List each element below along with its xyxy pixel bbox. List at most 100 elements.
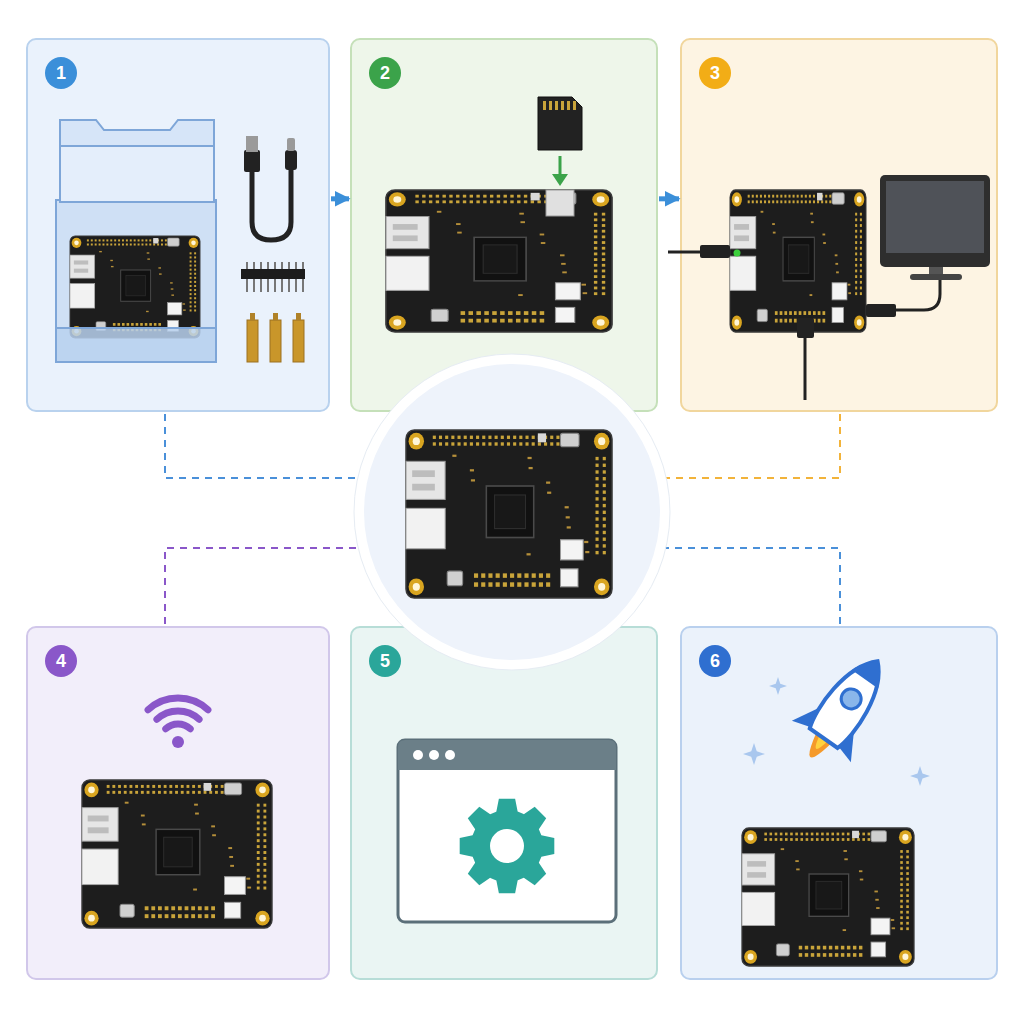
header-pin	[519, 436, 522, 439]
header-pin	[603, 524, 606, 527]
header-pin	[860, 213, 862, 216]
header-pin	[831, 838, 834, 841]
smd-part	[546, 482, 550, 484]
header-pin	[497, 200, 500, 203]
header-pin	[841, 953, 844, 957]
mount-hole	[594, 578, 609, 595]
header-pin	[788, 195, 790, 198]
header-pin	[906, 922, 909, 925]
header-pin	[756, 195, 758, 198]
header-pin	[122, 323, 125, 326]
smd-part	[761, 211, 764, 213]
header-pin	[138, 239, 140, 241]
insert-arrow	[559, 156, 562, 176]
header-pin	[780, 319, 783, 323]
header-pin	[257, 839, 260, 842]
smd-part	[193, 889, 197, 891]
header-pin	[169, 791, 172, 794]
header-pin	[801, 195, 803, 198]
header-pin	[906, 894, 909, 897]
header-pin	[596, 457, 599, 460]
header-pin	[594, 241, 597, 244]
header-pin	[748, 195, 750, 198]
smd-part	[212, 834, 216, 836]
header-pin	[855, 292, 857, 295]
header-pin	[263, 851, 266, 854]
header-pin	[847, 833, 850, 836]
header-pin	[481, 582, 485, 586]
header-pin	[130, 791, 133, 794]
smd-part	[452, 455, 456, 457]
mount-hole	[857, 196, 862, 203]
usb-port	[386, 256, 429, 290]
header-pin	[507, 442, 510, 445]
header-pin	[191, 914, 195, 918]
header-pin	[158, 791, 161, 794]
header-pin	[263, 875, 266, 878]
header-pin	[439, 442, 442, 445]
header-pin	[118, 243, 120, 245]
header-pin	[106, 243, 108, 245]
header-pin	[126, 239, 128, 241]
header-pin	[114, 243, 116, 245]
mount-hole	[854, 315, 864, 329]
standoff	[293, 320, 304, 362]
header-pin	[764, 195, 766, 198]
header-pin	[603, 511, 606, 514]
header-pin	[855, 241, 857, 244]
header-pin	[602, 218, 605, 221]
header-pin	[516, 319, 521, 323]
header-pin	[110, 243, 112, 245]
header-pin	[190, 293, 192, 295]
mount-hole	[902, 954, 908, 960]
header-pin	[194, 297, 196, 299]
header-pin	[816, 833, 819, 836]
mount-hole	[744, 950, 757, 964]
header-pin	[157, 243, 159, 245]
header-pin	[145, 243, 147, 245]
header-pin	[900, 850, 903, 853]
mount-hole	[389, 192, 406, 206]
header-pin	[142, 243, 144, 245]
header-pin	[801, 200, 803, 203]
header-pin	[764, 838, 767, 841]
smd-part	[142, 823, 146, 825]
header-pin	[805, 946, 808, 950]
wifi-icon	[172, 736, 184, 748]
header-pin	[103, 239, 105, 241]
board	[386, 190, 612, 332]
header-pin	[809, 200, 811, 203]
header-pin	[532, 442, 535, 445]
header-pin	[525, 442, 528, 445]
header-pin	[596, 490, 599, 493]
header-pin	[789, 319, 792, 323]
board-pcb	[730, 190, 866, 332]
mount-hole	[732, 192, 742, 206]
header-pin	[524, 582, 528, 586]
header-pin	[795, 838, 798, 841]
standoff	[247, 320, 258, 362]
header-pin	[492, 311, 497, 315]
header-pin	[257, 863, 260, 866]
smd-part	[843, 850, 846, 852]
smd-part	[836, 271, 839, 273]
header-pin	[835, 953, 838, 957]
header-pin	[198, 785, 201, 788]
ethernet-port	[406, 461, 445, 499]
ethernet-port	[82, 808, 118, 842]
mount-hole	[597, 319, 605, 326]
step-number: 3	[699, 57, 731, 89]
header-pin	[855, 235, 857, 238]
header-pin	[135, 791, 138, 794]
smd-part	[125, 802, 129, 804]
header-pin	[91, 243, 93, 245]
header-pin	[784, 200, 786, 203]
sd-slot	[546, 190, 574, 216]
board-pcb	[742, 828, 914, 966]
header-pin	[263, 827, 266, 830]
header-pin	[532, 582, 536, 586]
smd-part	[547, 492, 551, 494]
header-pin	[760, 195, 762, 198]
mount-hole	[854, 192, 864, 206]
header-pin	[805, 195, 807, 198]
